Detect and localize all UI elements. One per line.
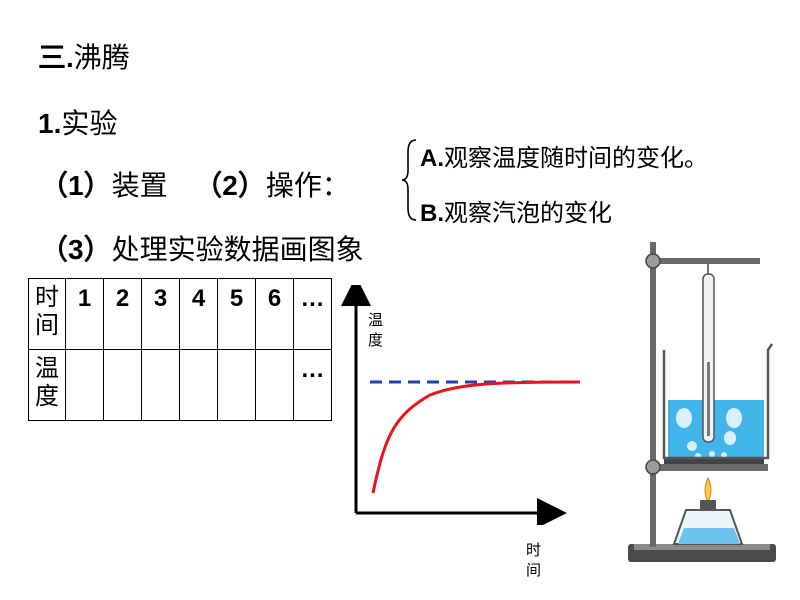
temperature-time-sketch bbox=[341, 285, 581, 525]
x-axis-label: 时 间 bbox=[526, 541, 542, 579]
beaker bbox=[662, 343, 774, 460]
clamp-arm bbox=[650, 258, 760, 264]
steps-1-2: （1）装置 （2）操作： bbox=[40, 164, 350, 204]
step1-number: （1） bbox=[40, 170, 112, 201]
step2-text: 操作： bbox=[265, 169, 350, 202]
section-title: 三.沸腾 bbox=[38, 36, 130, 76]
heating-curve bbox=[371, 380, 581, 494]
table-cell: 4 bbox=[179, 278, 218, 350]
wire-gauze bbox=[664, 458, 764, 464]
table-header-temperature: 温 度 bbox=[28, 349, 66, 421]
table-cell bbox=[65, 349, 104, 421]
table-cell: 5 bbox=[217, 278, 256, 350]
step3-number: （3） bbox=[40, 234, 112, 265]
step2-number: （2） bbox=[194, 170, 266, 201]
subsection-number: 1. bbox=[38, 108, 62, 139]
table-cell bbox=[217, 349, 256, 421]
table-row-time: 时 间 1 2 3 4 5 6 … bbox=[28, 278, 332, 350]
boiling-apparatus-illustration bbox=[628, 242, 776, 562]
table-cell: … bbox=[293, 349, 332, 421]
step1-text: 装置 bbox=[111, 169, 168, 202]
table-cell bbox=[103, 349, 142, 421]
table-cell bbox=[255, 349, 294, 421]
operation-a-letter: A. bbox=[420, 145, 444, 172]
stand-rod bbox=[650, 242, 656, 547]
table-cell: … bbox=[293, 278, 332, 350]
flame bbox=[704, 476, 712, 504]
table-cell: 6 bbox=[255, 278, 294, 350]
table-cell bbox=[179, 349, 218, 421]
operation-b-letter: B. bbox=[420, 200, 444, 227]
table-cell: 3 bbox=[141, 278, 180, 350]
step3: （3）处理实验数据画图象 bbox=[40, 228, 364, 268]
ring-support bbox=[650, 464, 768, 471]
subsection-title: 1.实验 bbox=[38, 102, 117, 142]
subsection-title-text: 实验 bbox=[61, 107, 118, 140]
operation-b-text: 观察汽泡的变化 bbox=[444, 199, 612, 227]
table-row-temperature: 温 度 … bbox=[28, 349, 332, 421]
operation-a-text: 观察温度随时间的变化。 bbox=[444, 144, 708, 172]
table-cell: 2 bbox=[103, 278, 142, 350]
section-title-text: 沸腾 bbox=[73, 41, 130, 74]
table-cell: 1 bbox=[65, 278, 104, 350]
thermometer bbox=[702, 273, 715, 443]
data-table: 时 间 1 2 3 4 5 6 … 温 度 … bbox=[28, 278, 332, 421]
table-cell bbox=[141, 349, 180, 421]
step3-text: 处理实验数据画图象 bbox=[111, 233, 364, 266]
section-prefix: 三. bbox=[38, 42, 74, 73]
table-header-time: 时 间 bbox=[28, 278, 66, 350]
operation-a: A.观察温度随时间的变化。 bbox=[420, 138, 708, 173]
y-axis-label: 温 度 bbox=[368, 311, 384, 349]
curly-brace-icon bbox=[401, 139, 417, 221]
operation-b: B.观察汽泡的变化 bbox=[420, 193, 612, 228]
